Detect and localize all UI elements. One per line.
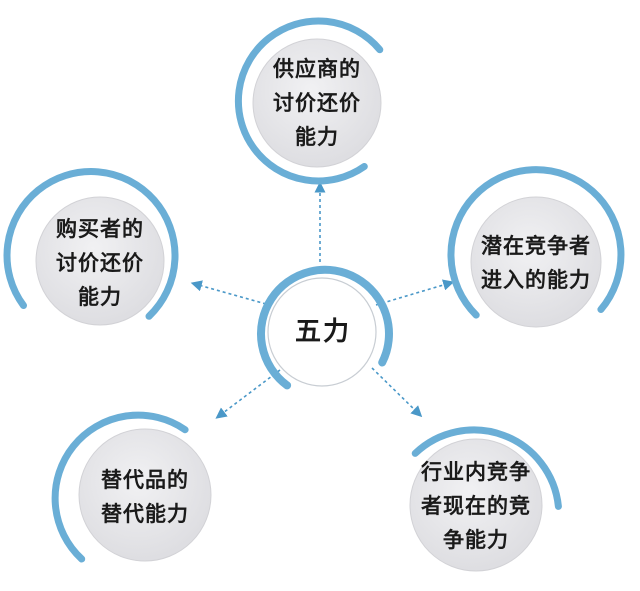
- substitute-line-2: 替代能力: [101, 502, 189, 526]
- new-entrant-line-2: 进入的能力: [481, 268, 591, 292]
- buyer-line-3: 能力: [78, 285, 122, 309]
- supplier-line-1: 供应商的: [273, 57, 361, 81]
- arrow-to-substitute: [215, 369, 281, 419]
- center-label: 五力: [294, 317, 351, 347]
- buyer-label: 购买者的 讨价还价 能力: [40, 212, 160, 314]
- arrow-to-buyer: [190, 280, 267, 305]
- buyer-line-2: 讨价还价: [56, 251, 144, 275]
- new-entrant-label: 潜在竞争者 进入的能力: [471, 229, 601, 297]
- node-supplier-disc: [252, 38, 382, 168]
- rivalry-line-2: 者现在的竞: [421, 494, 531, 518]
- supplier-line-3: 能力: [295, 125, 339, 149]
- node-buyer-disc: [35, 196, 165, 326]
- connector-arrows: [190, 181, 455, 419]
- arrow-to-rivalry: [371, 367, 423, 418]
- node-new-entrant-ring: [447, 166, 625, 319]
- node-supplier-ring: [234, 17, 384, 185]
- node-substitute-disc: [78, 428, 212, 562]
- supplier-line-2: 讨价还价: [273, 91, 361, 115]
- rivalry-line-3: 争能力: [443, 528, 509, 552]
- node-rivalry-disc: [409, 438, 543, 572]
- node-center-disc: [267, 277, 377, 387]
- buyer-line-1: 购买者的: [56, 217, 144, 241]
- node-rivalry-ring: [411, 426, 562, 510]
- supplier-label: 供应商的 讨价还价 能力: [257, 52, 377, 154]
- substitute-line-1: 替代品的: [101, 468, 189, 492]
- arrow-to-new-entrant: [375, 279, 455, 306]
- node-substitute-ring: [51, 411, 189, 563]
- node-center-ring: [256, 265, 393, 390]
- node-rivalry: [409, 426, 562, 572]
- rivalry-label: 行业内竞争 者现在的竞 争能力: [411, 455, 541, 557]
- node-supplier: [234, 17, 384, 185]
- node-center: [256, 265, 393, 390]
- node-substitute: [51, 411, 212, 563]
- new-entrant-line-1: 潜在竞争者: [481, 234, 591, 258]
- rivalry-line-1: 行业内竞争: [421, 460, 531, 484]
- node-buyer-ring: [3, 168, 179, 320]
- node-new-entrant-disc: [470, 196, 602, 328]
- substitute-label: 替代品的 替代能力: [85, 463, 205, 531]
- node-new-entrant: [447, 166, 625, 328]
- node-buyer: [3, 168, 179, 326]
